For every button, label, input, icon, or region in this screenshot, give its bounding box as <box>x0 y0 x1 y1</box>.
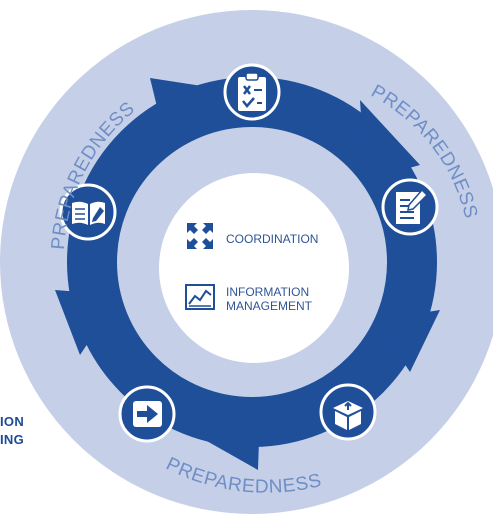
arrowhead-right <box>360 100 420 180</box>
center-disc <box>159 173 349 363</box>
coordination-label: COORDINATION <box>226 232 318 246</box>
stage-checklist <box>223 63 281 121</box>
arrowhead-top <box>150 78 215 140</box>
coordination-icon <box>187 223 213 249</box>
stage-next <box>118 385 176 443</box>
stage-guidelines <box>59 183 117 241</box>
cycle-arrowheads <box>55 78 440 470</box>
information-label-line2: MANAGEMENT <box>226 299 313 313</box>
arrow-right-icon <box>133 401 162 427</box>
cut-off-label-line2: ING <box>0 432 25 447</box>
arrowhead-left <box>55 290 120 355</box>
arrowhead-bottom <box>205 410 260 470</box>
information-management-icon <box>185 284 215 310</box>
arrowhead-lower-right <box>375 310 440 372</box>
open-book-icon <box>72 201 105 225</box>
stage-resource-box <box>319 383 377 441</box>
document-edit-icon <box>396 188 429 224</box>
stage-document-edit <box>381 178 439 236</box>
checklist-icon <box>238 72 266 111</box>
cut-off-label-line1: ION <box>0 414 25 429</box>
information-label-line1: INFORMATION <box>226 285 309 299</box>
box-icon <box>333 401 363 430</box>
